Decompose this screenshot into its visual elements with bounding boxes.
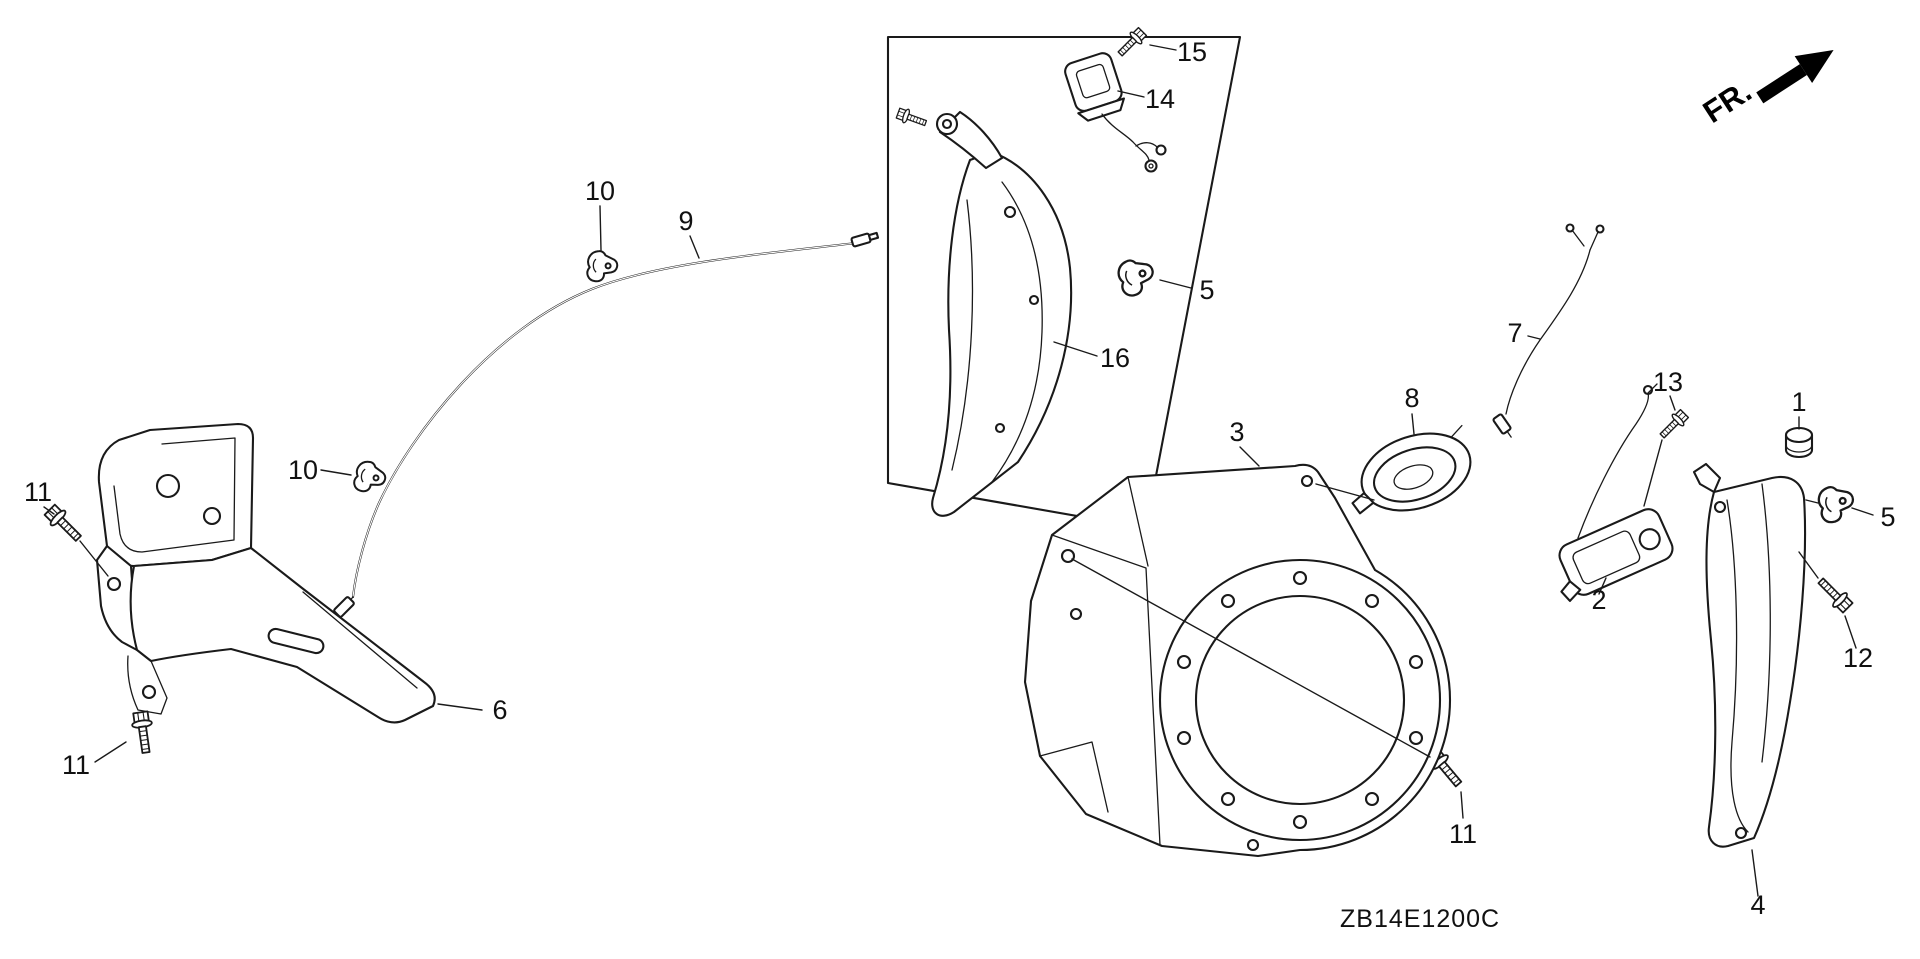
front-arrow-icon bbox=[1756, 49, 1834, 104]
part-6-bracket-drawing bbox=[95, 422, 436, 724]
part-1-grommet-drawing bbox=[1784, 426, 1814, 459]
leader-12-mount bbox=[1798, 551, 1819, 579]
part-8-cap-drawing bbox=[1351, 424, 1472, 515]
leader-10-top bbox=[599, 205, 602, 251]
leader-5-top bbox=[1159, 279, 1192, 289]
part-4-shroud-drawing bbox=[1692, 462, 1807, 848]
leader-12 bbox=[1844, 615, 1857, 649]
part-11-bolt-top-left-drawing bbox=[41, 501, 87, 547]
callout-5-right: 5 bbox=[1880, 502, 1895, 532]
part-11-bolt-bottom-left-drawing bbox=[129, 710, 157, 755]
callout-10-left: 10 bbox=[288, 455, 318, 485]
leader-11-middle bbox=[1460, 791, 1464, 819]
part-10-left-clamp-drawing bbox=[350, 457, 390, 498]
leader-8 bbox=[1411, 413, 1415, 435]
leader-13-mount bbox=[1643, 439, 1663, 507]
leader-15 bbox=[1149, 44, 1177, 51]
leader-10-left bbox=[320, 469, 352, 476]
leader-11-top-left bbox=[43, 506, 55, 515]
callout-6: 6 bbox=[492, 695, 507, 725]
leader-3 bbox=[1239, 446, 1260, 467]
leader-11-bottom-left bbox=[94, 741, 127, 763]
leader-7 bbox=[1527, 335, 1541, 340]
part-10-top-clamp-drawing bbox=[584, 248, 620, 285]
part-9-cable-drawing bbox=[325, 231, 880, 626]
part-3-fan-cover-drawing bbox=[1023, 463, 1452, 858]
callout-5-top: 5 bbox=[1199, 275, 1214, 305]
callout-9: 9 bbox=[678, 206, 693, 236]
part-5-right-clamp-drawing bbox=[1816, 483, 1857, 525]
front-direction-label: FR. bbox=[1697, 73, 1758, 130]
callout-labels: 15 14 5 16 10 9 10 11 11 6 3 8 7 13 1 5 … bbox=[24, 37, 1896, 920]
callout-2: 2 bbox=[1591, 585, 1606, 615]
part-15-bolt-drawing bbox=[1114, 25, 1149, 60]
part-13-bolt-drawing bbox=[1656, 407, 1691, 442]
callout-8: 8 bbox=[1404, 383, 1419, 413]
callout-11-middle: 11 bbox=[1449, 819, 1477, 849]
part-14-switch-drawing bbox=[1064, 52, 1167, 173]
callout-4: 4 bbox=[1750, 890, 1765, 920]
part-16-shroud-drawing bbox=[894, 105, 1073, 517]
leader-8-mount bbox=[1315, 483, 1375, 501]
leader-16 bbox=[1053, 341, 1098, 357]
callout-11-top-left: 11 bbox=[24, 477, 52, 507]
part-12-bolt-drawing bbox=[1813, 573, 1856, 616]
leader-13 bbox=[1669, 395, 1676, 411]
callout-14: 14 bbox=[1145, 84, 1175, 114]
callout-7: 7 bbox=[1507, 318, 1522, 348]
callout-11-bottom-left: 11 bbox=[62, 750, 90, 780]
callout-16: 16 bbox=[1100, 343, 1130, 373]
part-2-coil-drawing bbox=[1558, 383, 1674, 603]
front-direction-indicator: FR. bbox=[1697, 49, 1834, 130]
leader-11-top-left-mount bbox=[79, 540, 109, 577]
leader-2 bbox=[1598, 577, 1607, 595]
callout-3: 3 bbox=[1229, 417, 1244, 447]
diagram-code: ZB14E1200C bbox=[1340, 905, 1500, 933]
callout-13: 13 bbox=[1653, 367, 1683, 397]
callout-12: 12 bbox=[1843, 643, 1873, 673]
leader-5-right bbox=[1851, 507, 1874, 516]
part-5-top-clamp-drawing bbox=[1115, 255, 1158, 299]
leader-4 bbox=[1751, 849, 1759, 897]
leader-lines bbox=[43, 44, 1874, 897]
callout-1: 1 bbox=[1791, 387, 1806, 417]
leader-9 bbox=[689, 235, 700, 259]
leader-11-middle-mount bbox=[1071, 558, 1431, 758]
leader-14 bbox=[1117, 90, 1145, 98]
part-7-wire-drawing bbox=[1492, 223, 1605, 438]
leader-6 bbox=[437, 703, 483, 711]
callout-15: 15 bbox=[1177, 37, 1207, 67]
leader-5-right-mount bbox=[1805, 499, 1819, 504]
callout-10-top: 10 bbox=[585, 176, 615, 206]
